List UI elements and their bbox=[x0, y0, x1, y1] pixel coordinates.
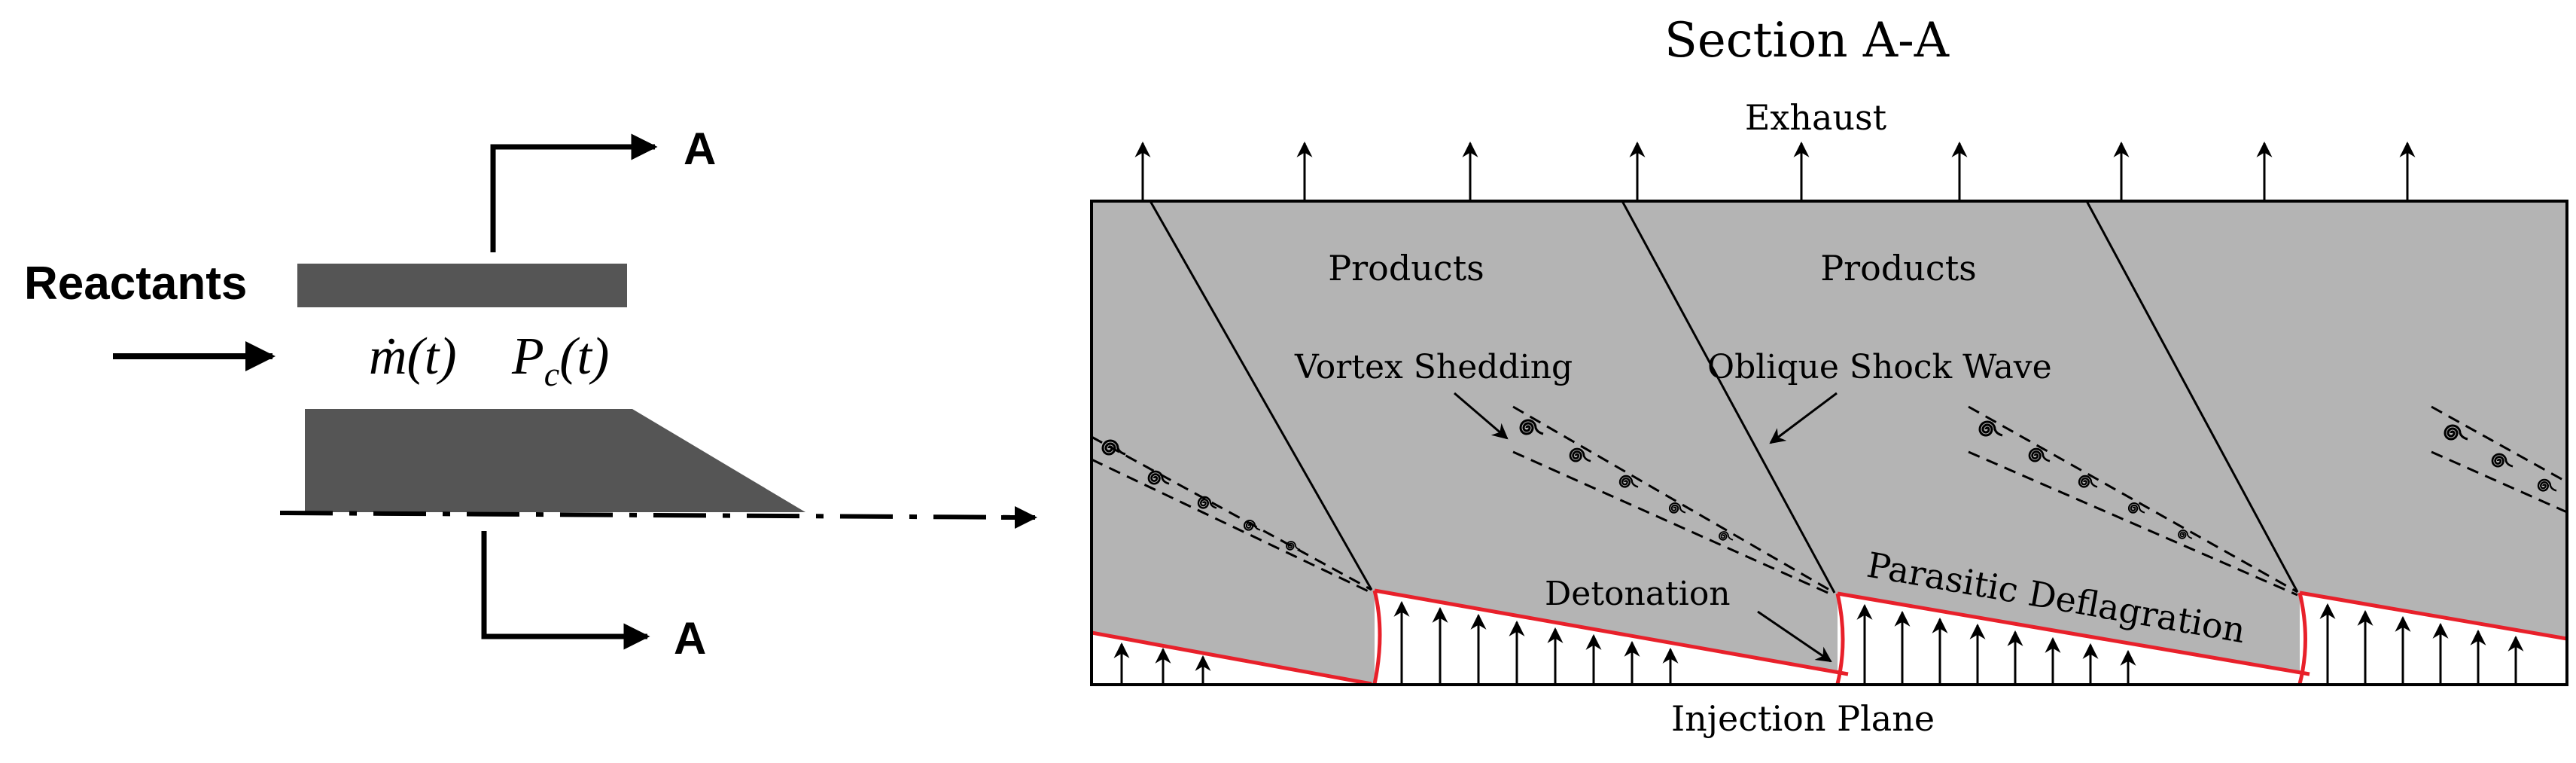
upper-wall bbox=[297, 264, 627, 307]
reactants-label: Reactants bbox=[24, 258, 247, 310]
right-diagram: Section A-A Exhaust bbox=[1090, 13, 2568, 739]
oblique-shocks bbox=[1149, 201, 2299, 594]
lower-centerbody bbox=[305, 409, 805, 512]
detonation-front bbox=[1372, 590, 1382, 685]
shear-layers bbox=[1092, 405, 2567, 597]
exhaust-label: Exhaust bbox=[1745, 97, 1887, 138]
products-label-1: Products bbox=[1328, 248, 1484, 288]
fresh-reactant-region bbox=[1375, 591, 1850, 684]
injection-plane-label: Injection Plane bbox=[1671, 698, 1935, 739]
section-marker-bottom: A bbox=[674, 613, 706, 664]
deflagration-lines bbox=[1092, 588, 2567, 685]
detonation-label: Detonation bbox=[1545, 575, 1731, 613]
detonation-leader-arrow-icon bbox=[1757, 610, 1832, 663]
oblique-shock-label: Oblique Shock Wave bbox=[1707, 348, 2052, 386]
products-label-2: Products bbox=[1820, 248, 1977, 288]
vortex-leader-arrow-icon bbox=[1454, 392, 1509, 440]
mass-flow-label: ṁ(t) bbox=[369, 328, 457, 386]
vortex-shedding-label: Vortex Shedding bbox=[1294, 348, 1573, 386]
chamber-border bbox=[1090, 200, 2568, 686]
centerline bbox=[279, 511, 1032, 520]
section-marker-top-arrow-icon bbox=[490, 133, 658, 252]
chamber-pressure-label: Pc(t) bbox=[511, 328, 609, 393]
section-title: Section A-A bbox=[1664, 13, 1950, 69]
left-diagram: Reactants ṁ(t) Pc(t) A A bbox=[24, 124, 1037, 664]
combustion-chamber bbox=[1092, 201, 2567, 685]
section-marker-top: A bbox=[684, 124, 716, 174]
detonation-front bbox=[2297, 592, 2307, 685]
detonation-front bbox=[1835, 593, 1845, 685]
section-marker-bottom-arrow-icon bbox=[481, 531, 650, 650]
fresh-reactant-region bbox=[1838, 594, 2313, 684]
shock-leader-arrow-icon bbox=[1769, 392, 1838, 444]
injection-arrows bbox=[1113, 600, 2524, 684]
